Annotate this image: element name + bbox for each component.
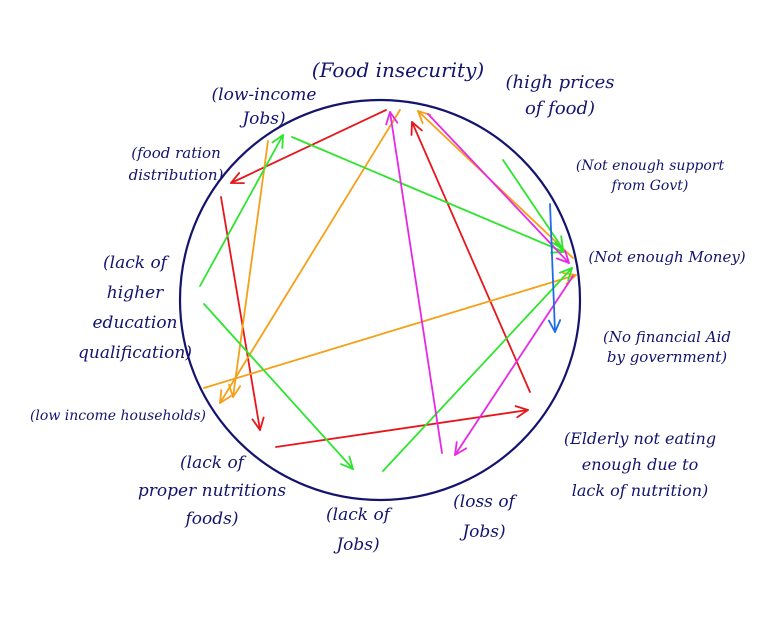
arrow-lack-of-jobs-to-not-enough-money <box>382 267 573 472</box>
arrow-shaft <box>502 159 564 250</box>
node-label-line: (Not enough Money) <box>588 248 745 266</box>
node-label-line: Jobs) <box>239 109 285 129</box>
arrow-not-enough-support-to-no-financial-aid <box>547 203 562 333</box>
arrow-head <box>219 389 232 404</box>
arrow-shaft <box>203 274 577 389</box>
arrow-head <box>555 249 570 264</box>
node-label-line: qualification) <box>78 343 192 363</box>
arrow-head <box>228 383 242 398</box>
arrow-not-enough-support-to-not-enough-money <box>502 159 564 250</box>
arrow-low-income-jobs-to-low-income-households <box>228 140 269 398</box>
node-food-ration: (food ration distribution) <box>129 144 224 184</box>
node-label-line: (Elderly not eating <box>564 429 716 448</box>
node-low-income-households: (low income households) <box>30 408 206 424</box>
central-circle <box>178 98 582 502</box>
node-not-enough-money: (Not enough Money) <box>588 248 745 266</box>
arrow-food-insecurity-to-food-ration <box>230 109 387 185</box>
node-label-line: higher <box>107 283 164 303</box>
node-label-line: (lack of <box>180 453 247 473</box>
node-label-line: education <box>93 313 178 333</box>
node-label-line: Jobs) <box>333 535 379 555</box>
arrow-shaft <box>275 409 529 448</box>
node-elderly-not-eating: (Elderly not eating enough due to lack of … <box>564 429 716 500</box>
arrow-food-insecurity-to-low-income-households <box>219 109 401 404</box>
node-label-line: (high prices <box>505 72 614 93</box>
node-label-line: foods) <box>183 509 238 529</box>
arrow-layer <box>199 109 577 472</box>
node-not-enough-support: (Not enough support from Govt) <box>576 158 725 194</box>
node-label-line: distribution) <box>129 166 224 184</box>
node-loss-of-jobs: (loss of Jobs) <box>453 492 517 542</box>
arrow-shaft <box>291 136 565 253</box>
arrow-food-ration-to-low-income-households <box>220 196 265 431</box>
arrow-shaft <box>382 267 573 472</box>
arrow-shaft <box>199 134 284 287</box>
node-label-line: (low income households) <box>30 408 206 424</box>
arrow-head <box>514 405 529 419</box>
arrow-head <box>410 121 423 136</box>
arrow-head <box>558 267 573 282</box>
node-lack-higher-edu: (lack of higher education qualification) <box>78 253 192 363</box>
arrow-shaft <box>219 109 401 404</box>
node-label-line: enough due to <box>582 455 699 474</box>
node-food-insecurity: (Food insecurity) <box>312 58 484 82</box>
node-high-prices: (high prices of food) <box>505 72 614 119</box>
node-label-line: by government) <box>607 348 727 366</box>
arrow-shaft <box>411 121 531 393</box>
arrow-head <box>230 171 245 185</box>
arrow-shaft <box>454 275 574 456</box>
arrow-shaft <box>427 113 570 264</box>
arrow-lack-nutrition-foods-to-elderly-not-eating <box>275 405 529 448</box>
node-lack-of-jobs: (lack of Jobs) <box>326 505 393 555</box>
arrow-head <box>271 134 284 149</box>
arrow-head <box>340 455 354 470</box>
arrow-shaft <box>230 109 387 184</box>
node-label-line: (low-income <box>212 85 317 105</box>
arrow-lack-higher-edu-to-low-income-jobs <box>199 134 284 287</box>
arrow-head <box>251 416 265 431</box>
node-label-line: proper nutritions <box>138 481 286 501</box>
node-label-line: (loss of <box>453 492 517 512</box>
node-label-line: (lack of <box>103 253 170 273</box>
node-label-line: (food ration <box>131 144 220 162</box>
arrow-high-prices-to-not-enough-money <box>427 113 570 264</box>
node-label-line: Jobs) <box>459 522 505 542</box>
arrow-shaft <box>220 196 261 431</box>
node-label-line: (Not enough support <box>576 158 725 174</box>
arrow-head <box>417 110 432 125</box>
node-label-line: lack of nutrition) <box>572 481 709 500</box>
arrow-not-enough-money-to-elderly-not-eating <box>454 275 574 456</box>
arrow-shaft <box>549 203 556 333</box>
arrow-loss-of-jobs-to-high-prices <box>385 111 443 454</box>
arrow-head <box>454 441 468 456</box>
arrow-elderly-not-eating-to-food-insecurity <box>410 121 531 393</box>
arrow-head <box>547 319 562 333</box>
node-label-line: of food) <box>525 98 595 119</box>
node-no-financial-aid: (No financial Aid by government) <box>603 328 731 366</box>
arrow-shaft <box>389 111 443 454</box>
arrow-low-income-jobs-to-not-enough-money <box>291 136 565 254</box>
arrow-head <box>550 235 564 250</box>
node-label-line: (lack of <box>326 505 393 525</box>
arrow-shaft <box>232 140 269 398</box>
arrow-head <box>385 111 399 126</box>
node-label-line: from Govt) <box>611 178 689 194</box>
node-label-line: (No financial Aid <box>603 328 731 346</box>
node-label-line: (Food insecurity) <box>312 58 484 82</box>
arrow-lack-higher-edu-to-lack-nutrition-foods <box>203 303 354 470</box>
arrow-shaft <box>203 303 354 470</box>
node-lack-nutrition-foods: (lack of proper nutritions foods) <box>138 453 286 529</box>
